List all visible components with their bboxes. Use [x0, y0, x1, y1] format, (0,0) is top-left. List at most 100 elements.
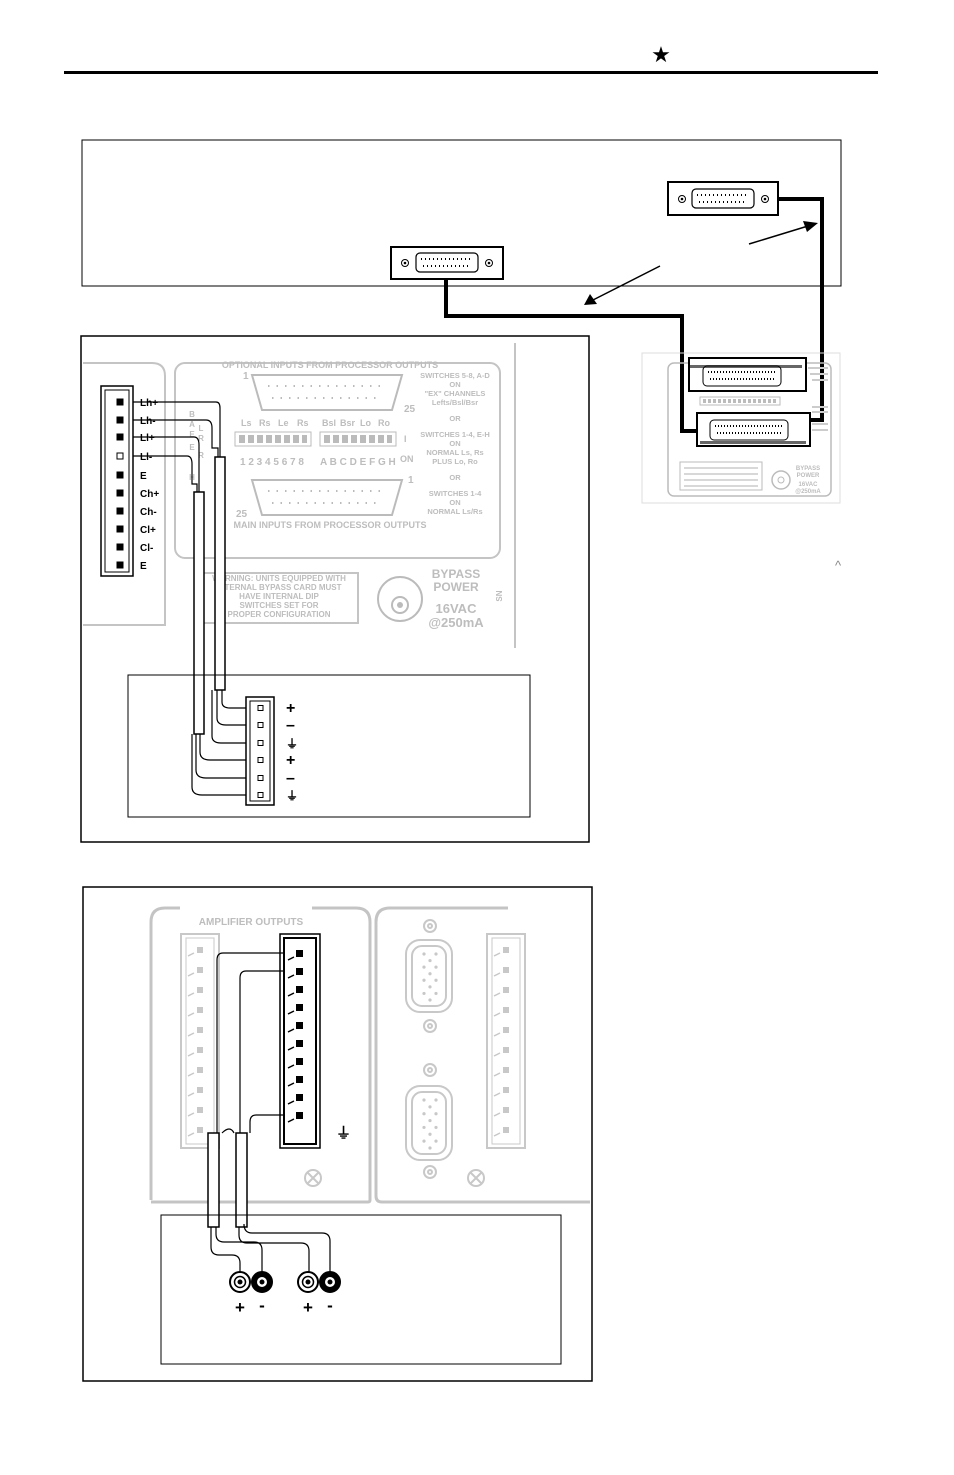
connector-pin [434, 1125, 438, 1130]
cable-sleeve [193, 491, 205, 735]
connector-pin [428, 1146, 432, 1150]
terminal-pin [296, 1094, 303, 1101]
terminal-tab [187, 1072, 195, 1077]
connector-pin [422, 1139, 426, 1143]
rca-jack-icon [229, 1271, 251, 1293]
dip-label: Bsl [322, 418, 336, 428]
side-letter: A [189, 420, 195, 429]
dip-label: Bsr [340, 418, 356, 428]
switch-text-1: Lefts/Bsl/Bsr [432, 398, 478, 407]
ground-icon: ⏚ [336, 1125, 351, 1142]
terminal-pin [296, 1076, 303, 1083]
rca-label: + [303, 1298, 313, 1317]
switch-text-1: SWITCHES 5-8, A-D [420, 371, 490, 380]
dip-numbers: 1 2 3 4 5 6 7 8 [240, 457, 304, 468]
terminal-tab [287, 956, 295, 961]
terminal-pin [197, 1107, 203, 1113]
thumbnail-arrow-icon: ^ [835, 558, 842, 573]
terminal-tab [187, 952, 195, 957]
terminal-tab [493, 1132, 501, 1137]
warning-text: SWITCHES SET FOR [239, 601, 318, 610]
terminal-pin [296, 1022, 303, 1029]
thumbnail-bypass-2: POWER [797, 473, 820, 479]
connector-pin [422, 952, 426, 956]
terminal-pin [197, 947, 203, 953]
terminal-pin [116, 525, 124, 533]
terminal-pin [197, 967, 203, 973]
amp-load-box [160, 1214, 562, 1365]
switch-text-2: NORMAL Ls, Rs [426, 448, 483, 457]
side-letter: E [189, 430, 195, 439]
side-letter: R [198, 434, 204, 443]
terminal-tab [287, 1100, 295, 1105]
rca-label: - [259, 1296, 265, 1315]
connector-pin [422, 1098, 426, 1102]
terminal-pin [257, 792, 264, 798]
warning-text: INTERNAL BYPASS CARD MUST [216, 583, 341, 592]
terminal-label: Ll+ [140, 433, 155, 444]
terminal-pin [116, 416, 124, 424]
terminal-tab [287, 974, 295, 979]
terminal-pin [503, 987, 509, 993]
terminal-tab [493, 1112, 501, 1117]
pin-25-bottom: 25 [236, 509, 248, 520]
pin-1-top: 1 [243, 371, 249, 382]
terminal-pin [503, 1047, 509, 1053]
db15-connector-top [405, 919, 453, 1033]
amp-terminal-block-grey [486, 933, 526, 1149]
connector-pin [422, 1112, 426, 1116]
power-label: @250mA [428, 615, 484, 630]
rca-label: - [327, 1296, 333, 1315]
terminal-label: Lh+ [140, 398, 158, 409]
dip-label: Le [278, 418, 289, 428]
side-letter: E [189, 443, 195, 452]
bypass-label: POWER [433, 580, 479, 594]
pin-25-top: 25 [404, 404, 416, 415]
terminal-pin [116, 452, 124, 460]
terminal-pin [257, 757, 264, 763]
terminal-tab [287, 1064, 295, 1069]
connector-pin [428, 958, 432, 963]
connector-pin [422, 991, 426, 996]
terminal-pin [296, 1004, 303, 1011]
warning-text: WARNING: UNITS EQUIPPED WITH [212, 574, 346, 583]
terminal-tab [493, 952, 501, 957]
rear-panel-outline [83, 343, 516, 648]
terminal-pin [257, 775, 264, 781]
terminal-pin [503, 1087, 509, 1093]
connector-pin [434, 1139, 438, 1143]
db15-connector-bottom [405, 1063, 453, 1179]
terminal-label: Ch- [140, 507, 157, 518]
middle-panel-frame [80, 335, 590, 843]
terminal-pin [116, 471, 124, 479]
terminal-pin [503, 967, 509, 973]
connector-pin [428, 1118, 432, 1123]
header-rule [64, 71, 878, 74]
connector-pin [434, 978, 438, 982]
terminal-symbol: + [286, 700, 295, 717]
power-jack-icon [377, 576, 423, 622]
terminal-tab [187, 1052, 195, 1057]
terminal-tab [287, 1082, 295, 1087]
dip-on-label: ON [400, 454, 414, 464]
terminal-pin [257, 705, 264, 711]
thumbnail-bypass-1: BYPASS [796, 466, 820, 472]
terminal-pin [197, 1067, 203, 1073]
terminal-pin [197, 1047, 203, 1053]
terminal-pin [116, 433, 124, 441]
terminal-tab [493, 992, 501, 997]
bypass-label: BYPASS [432, 567, 480, 581]
terminal-tab [287, 1046, 295, 1051]
terminal-tab [187, 1012, 195, 1017]
switch-text-3: SWITCHES 1-4 [429, 489, 482, 498]
processor-connector-right [667, 181, 779, 216]
terminal-tab [287, 1028, 295, 1033]
connector-pin [422, 1125, 426, 1130]
terminal-tab [187, 972, 195, 977]
cable-sleeve [235, 1132, 248, 1228]
terminal-tab [187, 992, 195, 997]
switch-text-1: "EX" CHANNELS [425, 389, 486, 398]
cable-right [778, 197, 824, 422]
terminal-symbol: – [286, 717, 295, 734]
dip-label: Lo [360, 418, 371, 428]
